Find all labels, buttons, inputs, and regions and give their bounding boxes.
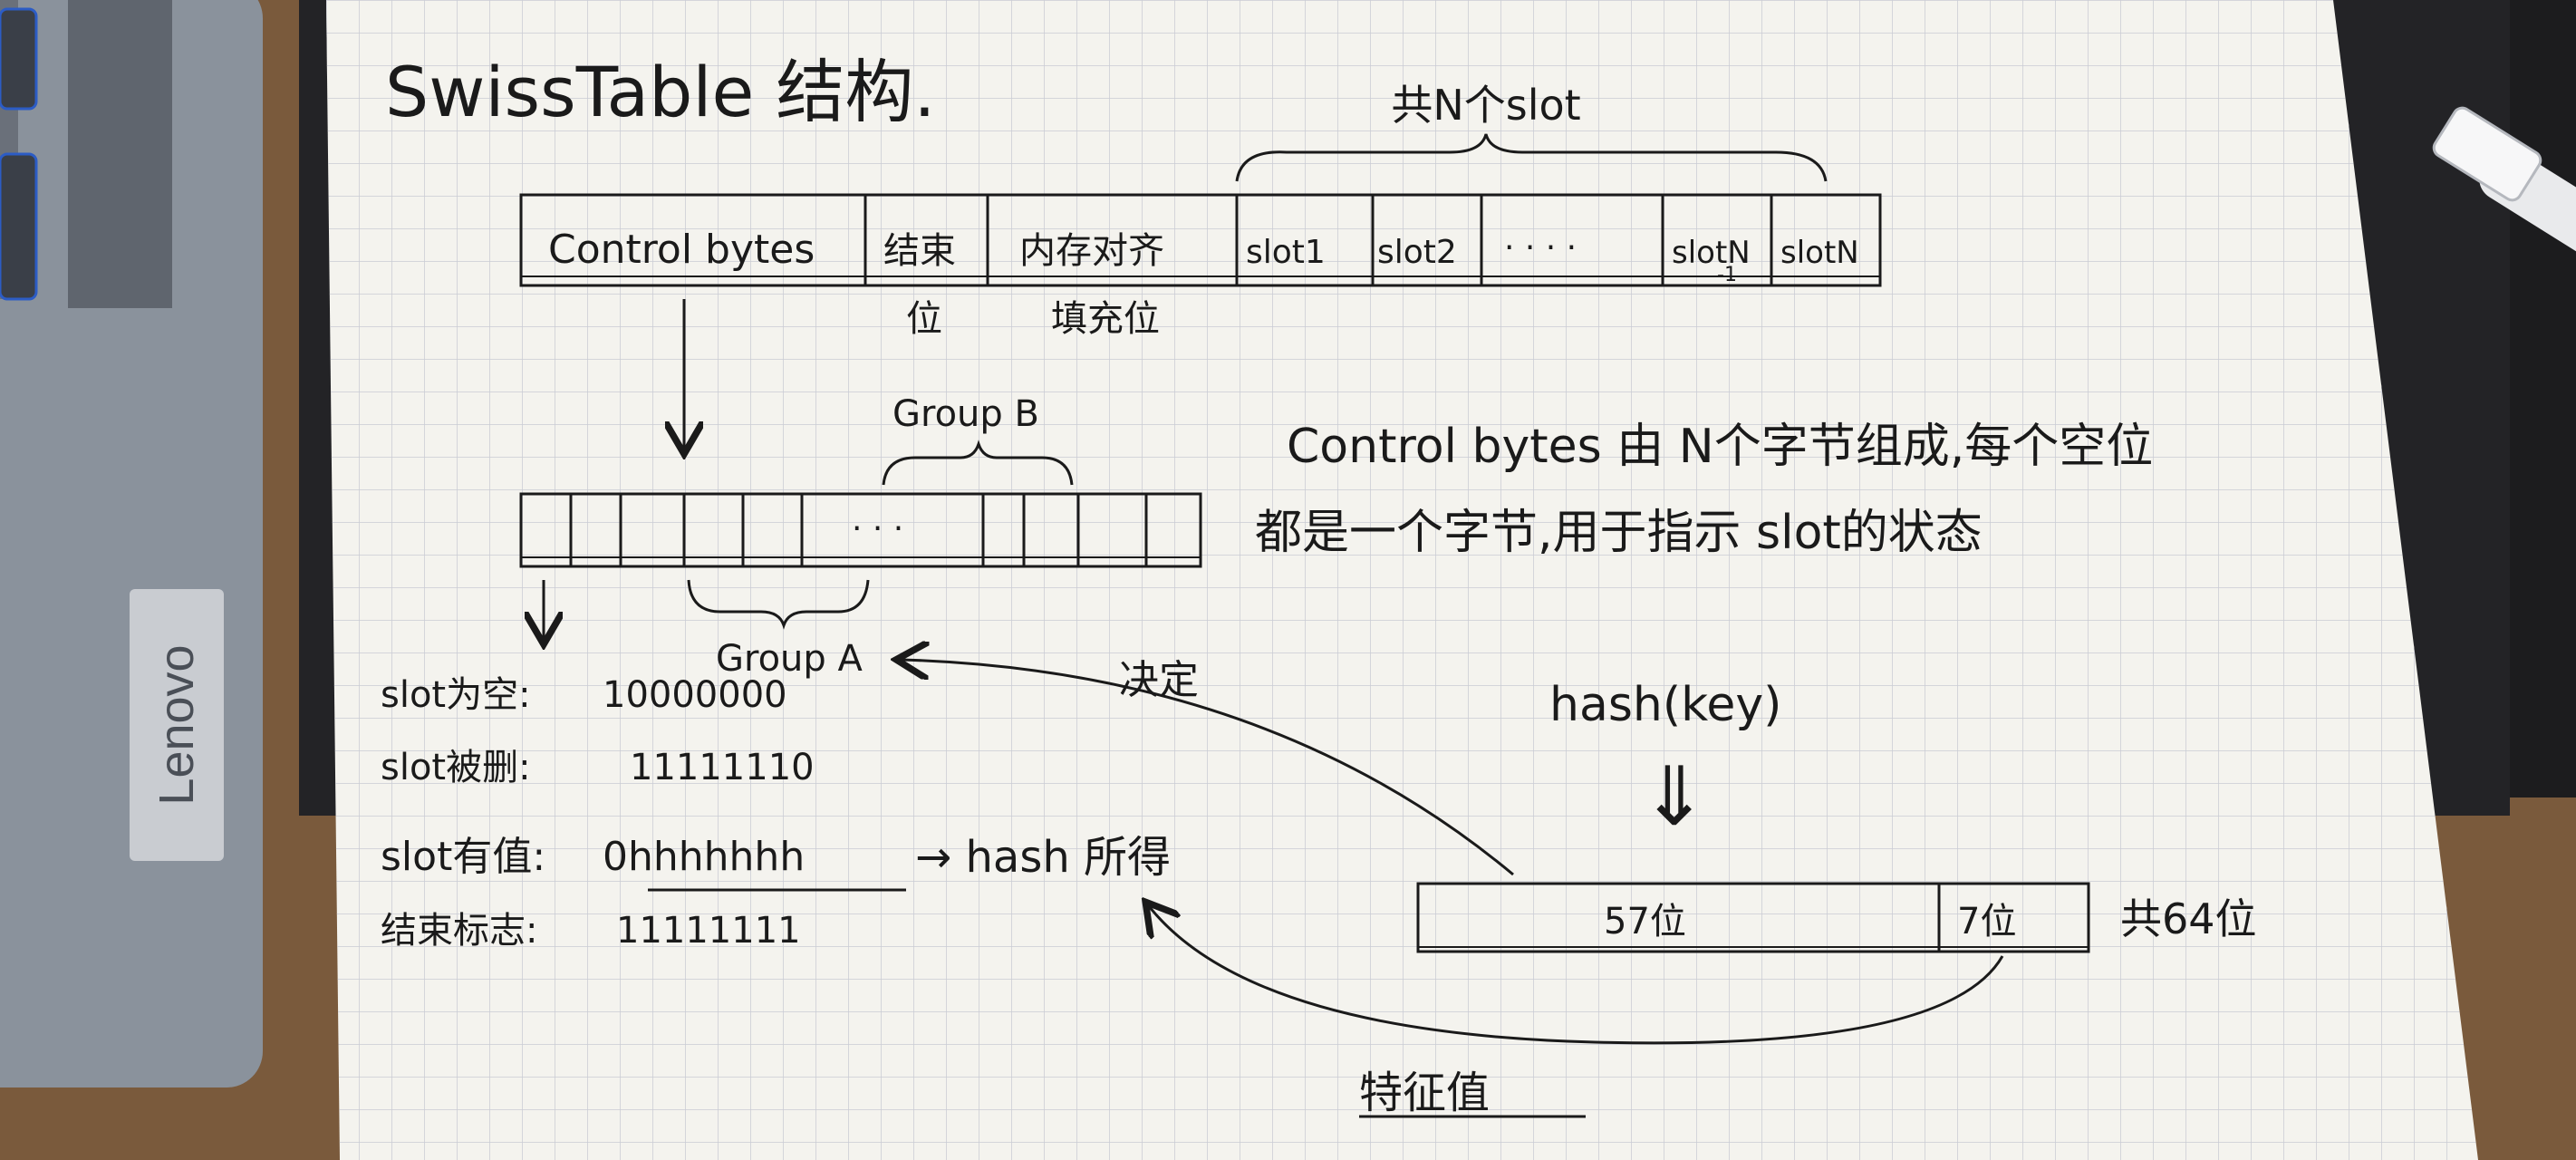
- description-line-1: Control bytes 由 N个字节组成,每个空位: [1287, 420, 2153, 474]
- group-b-brace: [882, 440, 1074, 486]
- keyboard-key: [0, 7, 38, 111]
- state-end-value: 11111111: [616, 910, 801, 952]
- segment-dots: · · · ·: [1504, 229, 1577, 266]
- decide-label: 决定: [1119, 657, 1199, 703]
- svg-text:Lenovo: Lenovo: [150, 644, 204, 805]
- segment-padding: 内存对齐: [1019, 230, 1164, 272]
- state-empty-label: slot为空:: [381, 674, 531, 716]
- laptop: Lenovo: [0, 0, 263, 1088]
- pen: [2432, 106, 2576, 303]
- description-line-2: 都是一个字节,用于指示 slot的状态: [1255, 506, 1983, 560]
- segment-slot-n: slotN: [1780, 235, 1859, 271]
- segment-slot2: slot2: [1377, 234, 1457, 271]
- hash-function-label: hash(key): [1549, 678, 1781, 732]
- segment-control-bytes: Control bytes: [548, 227, 815, 273]
- segment-slot-n-minus-1-suffix: -1: [1717, 264, 1737, 286]
- feature-label: 特征值: [1359, 1068, 1490, 1118]
- grid-paper: [326, 0, 2478, 1160]
- feature-arrow: [1149, 906, 2004, 1045]
- control-bytes-array: [519, 492, 1202, 568]
- array-dots: · · ·: [852, 510, 903, 547]
- state-full-value: 0hhhhhhh: [603, 834, 805, 880]
- slot-count-label: 共N个slot: [1391, 81, 1580, 130]
- lenovo-logo: Lenovo: [130, 589, 224, 861]
- state-deleted-label: slot被删:: [381, 747, 531, 788]
- title: SwissTable 结构.: [385, 52, 936, 132]
- state-empty-value: 10000000: [603, 674, 787, 716]
- speaker-grille: [68, 0, 172, 308]
- memory-layout-bar: [519, 193, 1882, 287]
- slot-brace: [1235, 133, 1828, 182]
- keyboard-key: [0, 152, 38, 301]
- state-full-label: slot有值:: [381, 834, 545, 880]
- total-64-bits: 共64位: [2120, 894, 2257, 943]
- group-a-brace: [687, 579, 870, 630]
- sublabel-padding-bit: 填充位: [1051, 298, 1160, 340]
- state-end-label: 结束标志:: [381, 910, 537, 952]
- low-7-bits: 7位: [1957, 901, 2016, 942]
- hash-derived-label: → hash 所得: [915, 832, 1171, 883]
- group-b-label: Group B: [892, 393, 1039, 435]
- decide-arrow: [902, 660, 1514, 876]
- state-deleted-value: 11111110: [630, 747, 815, 788]
- segment-slot1: slot1: [1246, 234, 1326, 271]
- hash-64bit-bar: [1416, 882, 2090, 953]
- sublabel-end-bit: 位: [906, 298, 942, 340]
- segment-slot-n-minus-1: slotN: [1672, 235, 1751, 271]
- group-a-label: Group A: [716, 638, 863, 680]
- high-57-bits: 57位: [1604, 901, 1686, 942]
- hash-down-arrow: ⇓: [1640, 749, 1708, 845]
- segment-end: 结束: [883, 230, 956, 272]
